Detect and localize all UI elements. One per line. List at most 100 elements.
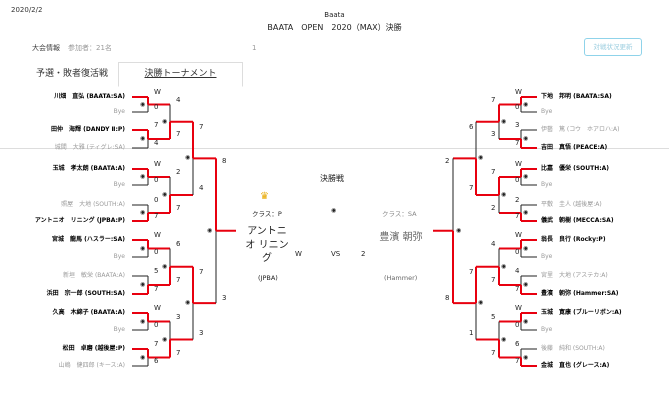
left-r1-score: 0 bbox=[154, 196, 159, 204]
left-match-marker: ◉ bbox=[162, 117, 168, 125]
left-r1-score: 0 bbox=[154, 103, 159, 111]
left-player-1: Bye bbox=[113, 108, 125, 115]
left-r1-score: 4 bbox=[154, 139, 159, 147]
info-number: 1 bbox=[252, 44, 257, 52]
refresh-status-button[interactable]: 対戦状況更新 bbox=[584, 38, 642, 56]
left-player-8: 宮城 龍馬 (ハスラー:SA) bbox=[52, 236, 125, 243]
right-r3-score: 7 bbox=[469, 184, 474, 192]
final-right-class: クラス：SA bbox=[382, 210, 417, 218]
right-player-9: Bye bbox=[541, 253, 553, 260]
right-player-3: 吉田 真悟 (PEACE:A) bbox=[541, 144, 608, 151]
right-r1-score: 0 bbox=[515, 248, 520, 256]
left-match-marker: ◉ bbox=[185, 154, 191, 162]
right-match-marker: ◉ bbox=[523, 135, 529, 142]
left-player-6: 照屋 大地 (SOUTH:A) bbox=[61, 201, 125, 208]
right-r1-score: W bbox=[515, 304, 522, 312]
left-player-10: 新垣 敏栄 (BAATA:A) bbox=[63, 272, 125, 279]
right-player-10: 宮里 大地 (アステカ:A) bbox=[541, 272, 608, 279]
right-r1-score: W bbox=[515, 231, 522, 239]
left-player-14: 松田 卓磨 (越後屋:P) bbox=[62, 345, 125, 352]
right-r2-score: 7 bbox=[491, 348, 496, 357]
right-r2-score: 2 bbox=[491, 204, 496, 212]
left-r3-score: 7 bbox=[199, 267, 204, 276]
right-match-marker: ◉ bbox=[501, 191, 507, 198]
right-player-7: 儀武 朝樹 (MECCA:SA) bbox=[541, 217, 614, 224]
left-match-marker: ◉ bbox=[162, 191, 168, 198]
right-r2-score: 7 bbox=[491, 168, 496, 176]
right-r1-score: 0 bbox=[515, 103, 520, 111]
left-match-marker: ◉ bbox=[207, 226, 213, 234]
tab-qualifiers[interactable]: 予選・敗者復活戦 bbox=[35, 69, 108, 79]
left-player-12: 久高 木綿子 (BAATA:A) bbox=[52, 309, 125, 316]
left-r1-score: 6 bbox=[154, 357, 159, 365]
left-player-3: 城間 大雅 (ティグレ:SA) bbox=[54, 144, 125, 151]
right-r1-score: 2 bbox=[515, 196, 520, 204]
right-match-marker: ◉ bbox=[478, 299, 484, 307]
final-right-name: 豊濱 朝弥 bbox=[379, 232, 423, 243]
right-r2-score: 3 bbox=[491, 130, 496, 138]
left-r2-score: 3 bbox=[176, 312, 181, 321]
final-right-team: (Hammer) bbox=[384, 274, 418, 282]
final-left-class: クラス：P bbox=[252, 210, 282, 218]
final-match-marker: ◉ bbox=[331, 207, 337, 214]
left-r1-score: W bbox=[154, 304, 161, 312]
right-match-marker: ◉ bbox=[456, 226, 462, 234]
right-player-1: Bye bbox=[541, 108, 553, 115]
left-r1-score: W bbox=[154, 231, 161, 239]
right-r1-score: 7 bbox=[515, 357, 520, 365]
right-match-marker: ◉ bbox=[523, 173, 529, 180]
left-r3-score: 7 bbox=[199, 122, 204, 131]
right-match-marker: ◉ bbox=[501, 335, 507, 343]
right-player-6: 平敷 圭人 (越後屋:A) bbox=[541, 201, 602, 208]
page-title: BAATA OPEN 2020（MAX）決勝 bbox=[267, 23, 402, 32]
left-match-marker: ◉ bbox=[140, 209, 146, 216]
left-player-5: Bye bbox=[113, 181, 125, 188]
right-match-marker: ◉ bbox=[478, 154, 484, 162]
left-r3-score: 3 bbox=[199, 328, 204, 337]
right-r2-score: 7 bbox=[491, 95, 496, 104]
left-match-marker: ◉ bbox=[162, 335, 168, 343]
right-player-5: Bye bbox=[541, 181, 553, 188]
left-r2-score: 7 bbox=[176, 130, 181, 138]
right-player-14: 後藤 純和 (SOUTH:A) bbox=[541, 345, 605, 352]
final-left-name: アントニオ リニング bbox=[245, 226, 289, 264]
left-r2-score: 7 bbox=[176, 276, 181, 284]
left-r2-score: 4 bbox=[176, 95, 181, 104]
left-r1-score: 7 bbox=[154, 340, 159, 348]
left-match-marker: ◉ bbox=[140, 100, 146, 108]
left-r1-score: 5 bbox=[154, 267, 159, 275]
right-match-marker: ◉ bbox=[523, 209, 529, 216]
right-r3-score: 7 bbox=[469, 267, 474, 276]
tab-final-tournament[interactable]: 決勝トーナメント bbox=[118, 62, 243, 87]
right-player-0: 下地 邦明 (BAATA:SA) bbox=[541, 93, 612, 100]
tournament-info-label: 大会情報 bbox=[32, 44, 60, 52]
left-r1-score: W bbox=[154, 88, 161, 96]
left-match-marker: ◉ bbox=[140, 244, 146, 252]
tab-bar: 予選・敗者復活戦 決勝トーナメント bbox=[0, 62, 669, 149]
right-match-marker: ◉ bbox=[523, 244, 529, 252]
left-match-marker: ◉ bbox=[162, 262, 168, 270]
right-r4-score: 2 bbox=[445, 157, 450, 166]
right-r4-score: 8 bbox=[445, 294, 450, 303]
left-r2-score: 2 bbox=[176, 168, 181, 176]
right-r1-score: W bbox=[515, 88, 522, 96]
left-r3-score: 4 bbox=[199, 184, 204, 192]
right-match-marker: ◉ bbox=[523, 317, 529, 325]
left-r4-score: 8 bbox=[222, 157, 227, 166]
left-match-marker: ◉ bbox=[140, 353, 146, 361]
right-r1-score: 7 bbox=[515, 212, 520, 220]
left-r1-score: 0 bbox=[154, 321, 159, 329]
right-player-13: Bye bbox=[541, 326, 553, 333]
right-r2-score: 7 bbox=[491, 276, 496, 284]
right-r3-score: 1 bbox=[469, 328, 474, 337]
right-r3-score: 6 bbox=[469, 122, 474, 131]
right-player-12: 玉城 寛康 (ブルーリボン:A) bbox=[541, 309, 622, 316]
right-player-11: 豊濱 朝弥 (Hammer:SA) bbox=[541, 290, 619, 297]
right-r1-score: W bbox=[515, 160, 522, 168]
right-r1-score: 7 bbox=[515, 285, 520, 293]
left-r2-score: 7 bbox=[176, 204, 181, 212]
left-r2-score: 7 bbox=[176, 348, 181, 357]
left-match-marker: ◉ bbox=[140, 173, 146, 180]
